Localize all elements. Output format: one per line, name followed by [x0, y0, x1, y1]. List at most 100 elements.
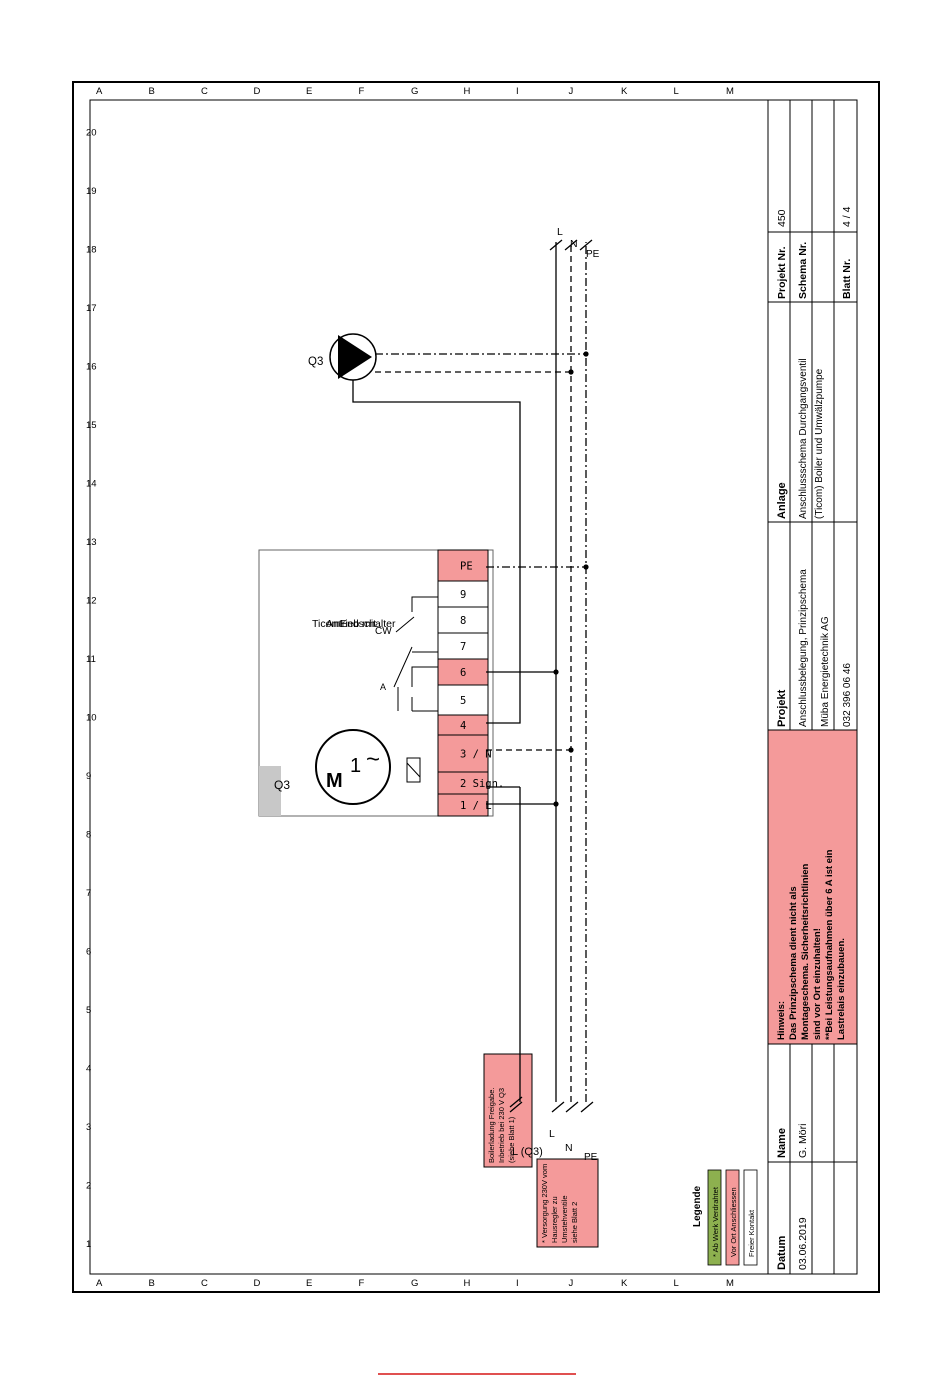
hinweis-box — [767, 729, 858, 1045]
column-label: 4 — [86, 1064, 91, 1075]
left-n-label: N — [565, 1142, 573, 1154]
motor-icon — [315, 729, 391, 805]
left-pe-label: PE — [584, 1152, 598, 1163]
right-l-label: L — [557, 226, 563, 238]
terminal-label: 4 — [460, 720, 466, 732]
row-label-left: G — [411, 1278, 418, 1289]
hinweis-line: Das Prinzipschema dient nicht als — [788, 886, 799, 1040]
signal-label: L (Q3) — [512, 1146, 543, 1158]
junction-dot — [568, 747, 574, 753]
note-supply-line: Umstehventile — [560, 1195, 569, 1243]
junction-dot — [583, 564, 589, 570]
column-label: 16 — [86, 362, 97, 373]
projekt-line-1: Anschlussbelegung, Prinzipschema — [798, 569, 809, 727]
column-label: 7 — [86, 888, 91, 899]
column-label: 15 — [86, 420, 97, 431]
column-label: 12 — [86, 596, 97, 607]
row-label-right: K — [621, 86, 628, 97]
row-label-right: E — [306, 86, 312, 97]
row-label-right: C — [201, 86, 208, 97]
row-label-right: G — [411, 86, 418, 97]
legend-swatch — [707, 1169, 722, 1266]
legend-swatch — [725, 1169, 740, 1266]
projekt-nr-value: 450 — [776, 209, 788, 227]
hinweis-line: **Bei Leistungsaufnahmen über 6 A ist ei… — [824, 849, 835, 1040]
hinweis-line: Hinweis: — [776, 1001, 787, 1040]
column-label: 14 — [86, 479, 97, 490]
note-supply-line: siehe Blatt 2 — [570, 1202, 579, 1243]
note-supply-line: Hausregler zu — [550, 1196, 559, 1243]
anlage-line-1: Anschlussschema Durchgangsventil — [798, 358, 809, 519]
projekt-label: Projekt — [776, 689, 788, 727]
motor-tilde: ~ — [366, 746, 380, 773]
row-label-left: I — [516, 1278, 519, 1289]
name-value: G. Möri — [797, 1124, 809, 1158]
legend-item: Freier Kontakt — [747, 1209, 756, 1257]
row-label-left: D — [254, 1278, 261, 1289]
motor-phase: 1 — [350, 755, 361, 777]
column-label: 6 — [86, 947, 91, 958]
switch-cw-icon — [395, 596, 438, 653]
column-label: 20 — [86, 128, 97, 139]
column-label: 3 — [86, 1122, 91, 1133]
legend-swatch — [743, 1169, 758, 1266]
terminal-10 — [437, 549, 489, 582]
datum-value: 03.06.2019 — [797, 1217, 809, 1270]
column-label: 19 — [86, 186, 97, 197]
pump-triangle — [338, 335, 372, 379]
junction-dot — [568, 369, 574, 375]
column-label: 2 — [86, 1181, 91, 1192]
pump-tag: Q3 — [308, 356, 323, 368]
note-supply-line: * Versorgung 230V vom — [540, 1164, 549, 1243]
legend-title: Legende — [692, 1185, 703, 1227]
row-label-right: H — [464, 86, 471, 97]
hinweis-text: Hinweis:Das Prinzipschema dient nicht al… — [776, 849, 847, 1040]
hinweis-line: Montageschema. Sicherheitsrichtlinien — [800, 863, 811, 1040]
terminal-label: 7 — [460, 641, 466, 653]
terminal-label: 2 Sign. — [460, 778, 504, 790]
column-label: 13 — [86, 537, 97, 548]
row-label-left: E — [306, 1278, 312, 1289]
row-label-left: C — [201, 1278, 208, 1289]
left-l-label: L — [549, 1128, 555, 1140]
title-block — [767, 99, 858, 1275]
device-name-line: Ticom — [312, 618, 340, 630]
row-label-left: K — [621, 1278, 628, 1289]
terminal-label: 3 / N — [460, 749, 492, 761]
terminal-label: 8 — [460, 615, 466, 627]
row-label-left: A — [96, 1278, 103, 1289]
n-feed-tick — [565, 1101, 579, 1113]
anlage-line-2: (Ticom) Boiler und Umwälzpumpe — [814, 368, 825, 519]
n-end-tick — [564, 239, 578, 251]
row-label-left: M — [726, 1278, 734, 1289]
note-boiler-line: (siehe Blatt 1) — [507, 1116, 516, 1163]
hinweis-line: sind vor Ort einzuhalten! — [812, 928, 823, 1040]
row-label-left: J — [569, 1278, 574, 1289]
column-label: 5 — [86, 1005, 91, 1016]
row-label-right: M — [726, 86, 734, 97]
hinweis-line: Lastrelais einzubauen. — [836, 938, 847, 1040]
blatt-nr-label: Blatt Nr. — [841, 259, 853, 299]
l-feed-tick — [551, 1101, 565, 1113]
motor-letter: M — [326, 770, 343, 792]
right-n-label: N — [570, 238, 578, 250]
switch-a-label: A — [380, 682, 386, 692]
row-label-right: I — [516, 86, 519, 97]
terminal-label: PE — [460, 561, 473, 573]
junction-dot — [553, 669, 559, 675]
anlage-label: Anlage — [776, 482, 788, 519]
pe-feed-tick — [580, 1101, 594, 1113]
row-label-right: J — [569, 86, 574, 97]
terminal-label: 6 — [460, 667, 466, 679]
schema-nr-label: Schema Nr. — [797, 242, 809, 299]
column-label: 11 — [86, 654, 96, 665]
switch-cw-label: CW — [375, 626, 392, 637]
l-end-tick — [549, 239, 563, 251]
row-label-left: H — [464, 1278, 471, 1289]
